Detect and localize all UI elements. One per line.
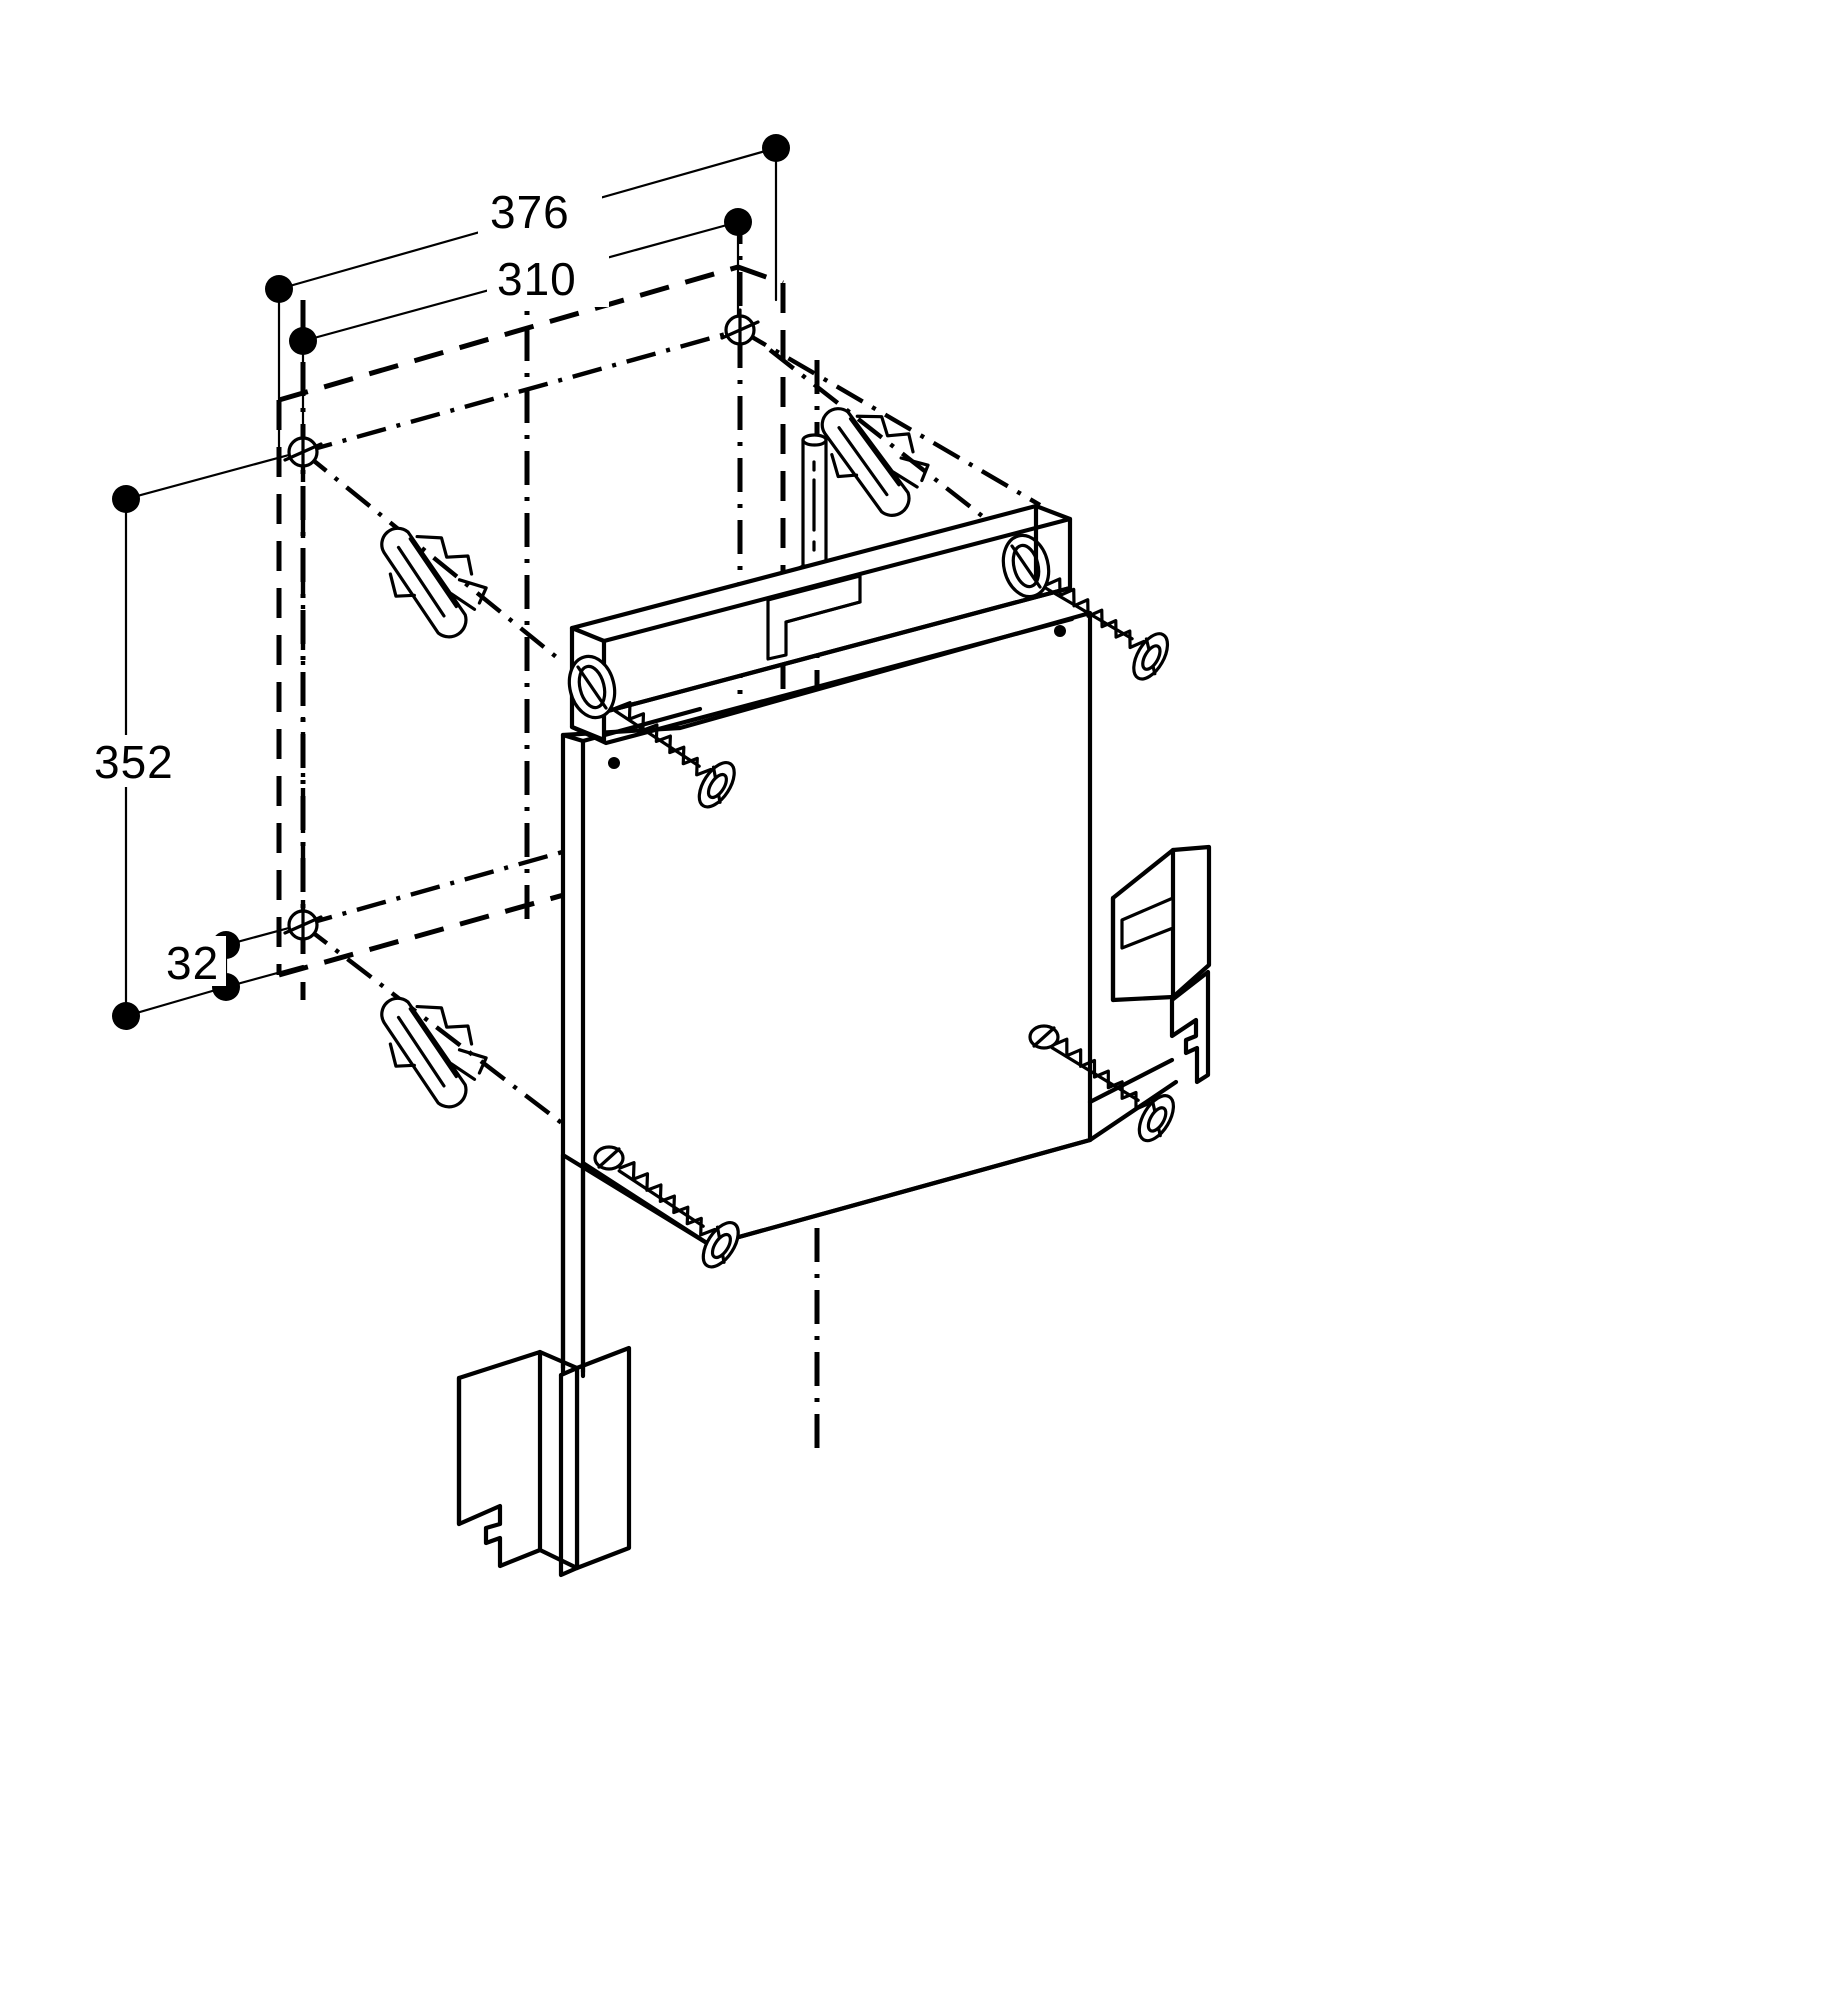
dimension-310: 310 — [289, 208, 752, 472]
keyhole-slot-left — [567, 654, 617, 720]
leader-32-lower — [224, 964, 305, 989]
wall-anchor-upper-left — [355, 506, 503, 646]
leader-352-lower — [124, 985, 228, 1018]
drill-hole-icon — [283, 903, 323, 947]
appliance-rear-panel — [560, 610, 1093, 1248]
dimension-label-32: 32 — [166, 937, 219, 989]
wall-anchor-lower-left — [355, 976, 503, 1116]
leader-352-upper — [124, 450, 302, 501]
drill-hole-icon — [283, 430, 323, 474]
leader-32-upper — [224, 923, 302, 947]
screw-entry-markers — [593, 1024, 1060, 1171]
dimension-label-352: 352 — [94, 736, 174, 788]
dimension-label-310: 310 — [497, 253, 577, 305]
mounting-rail — [567, 503, 1075, 746]
appliance-left-leg — [560, 1152, 586, 1379]
dimension-label-376: 376 — [490, 186, 570, 238]
dimension-352: 352 — [88, 450, 302, 1030]
bracket-left — [456, 1152, 632, 1578]
bracket-right — [1087, 844, 1212, 1143]
dimension-376: 376 — [265, 134, 790, 467]
drill-hole-icon — [720, 308, 760, 352]
dimension-32: 32 — [160, 923, 305, 1001]
